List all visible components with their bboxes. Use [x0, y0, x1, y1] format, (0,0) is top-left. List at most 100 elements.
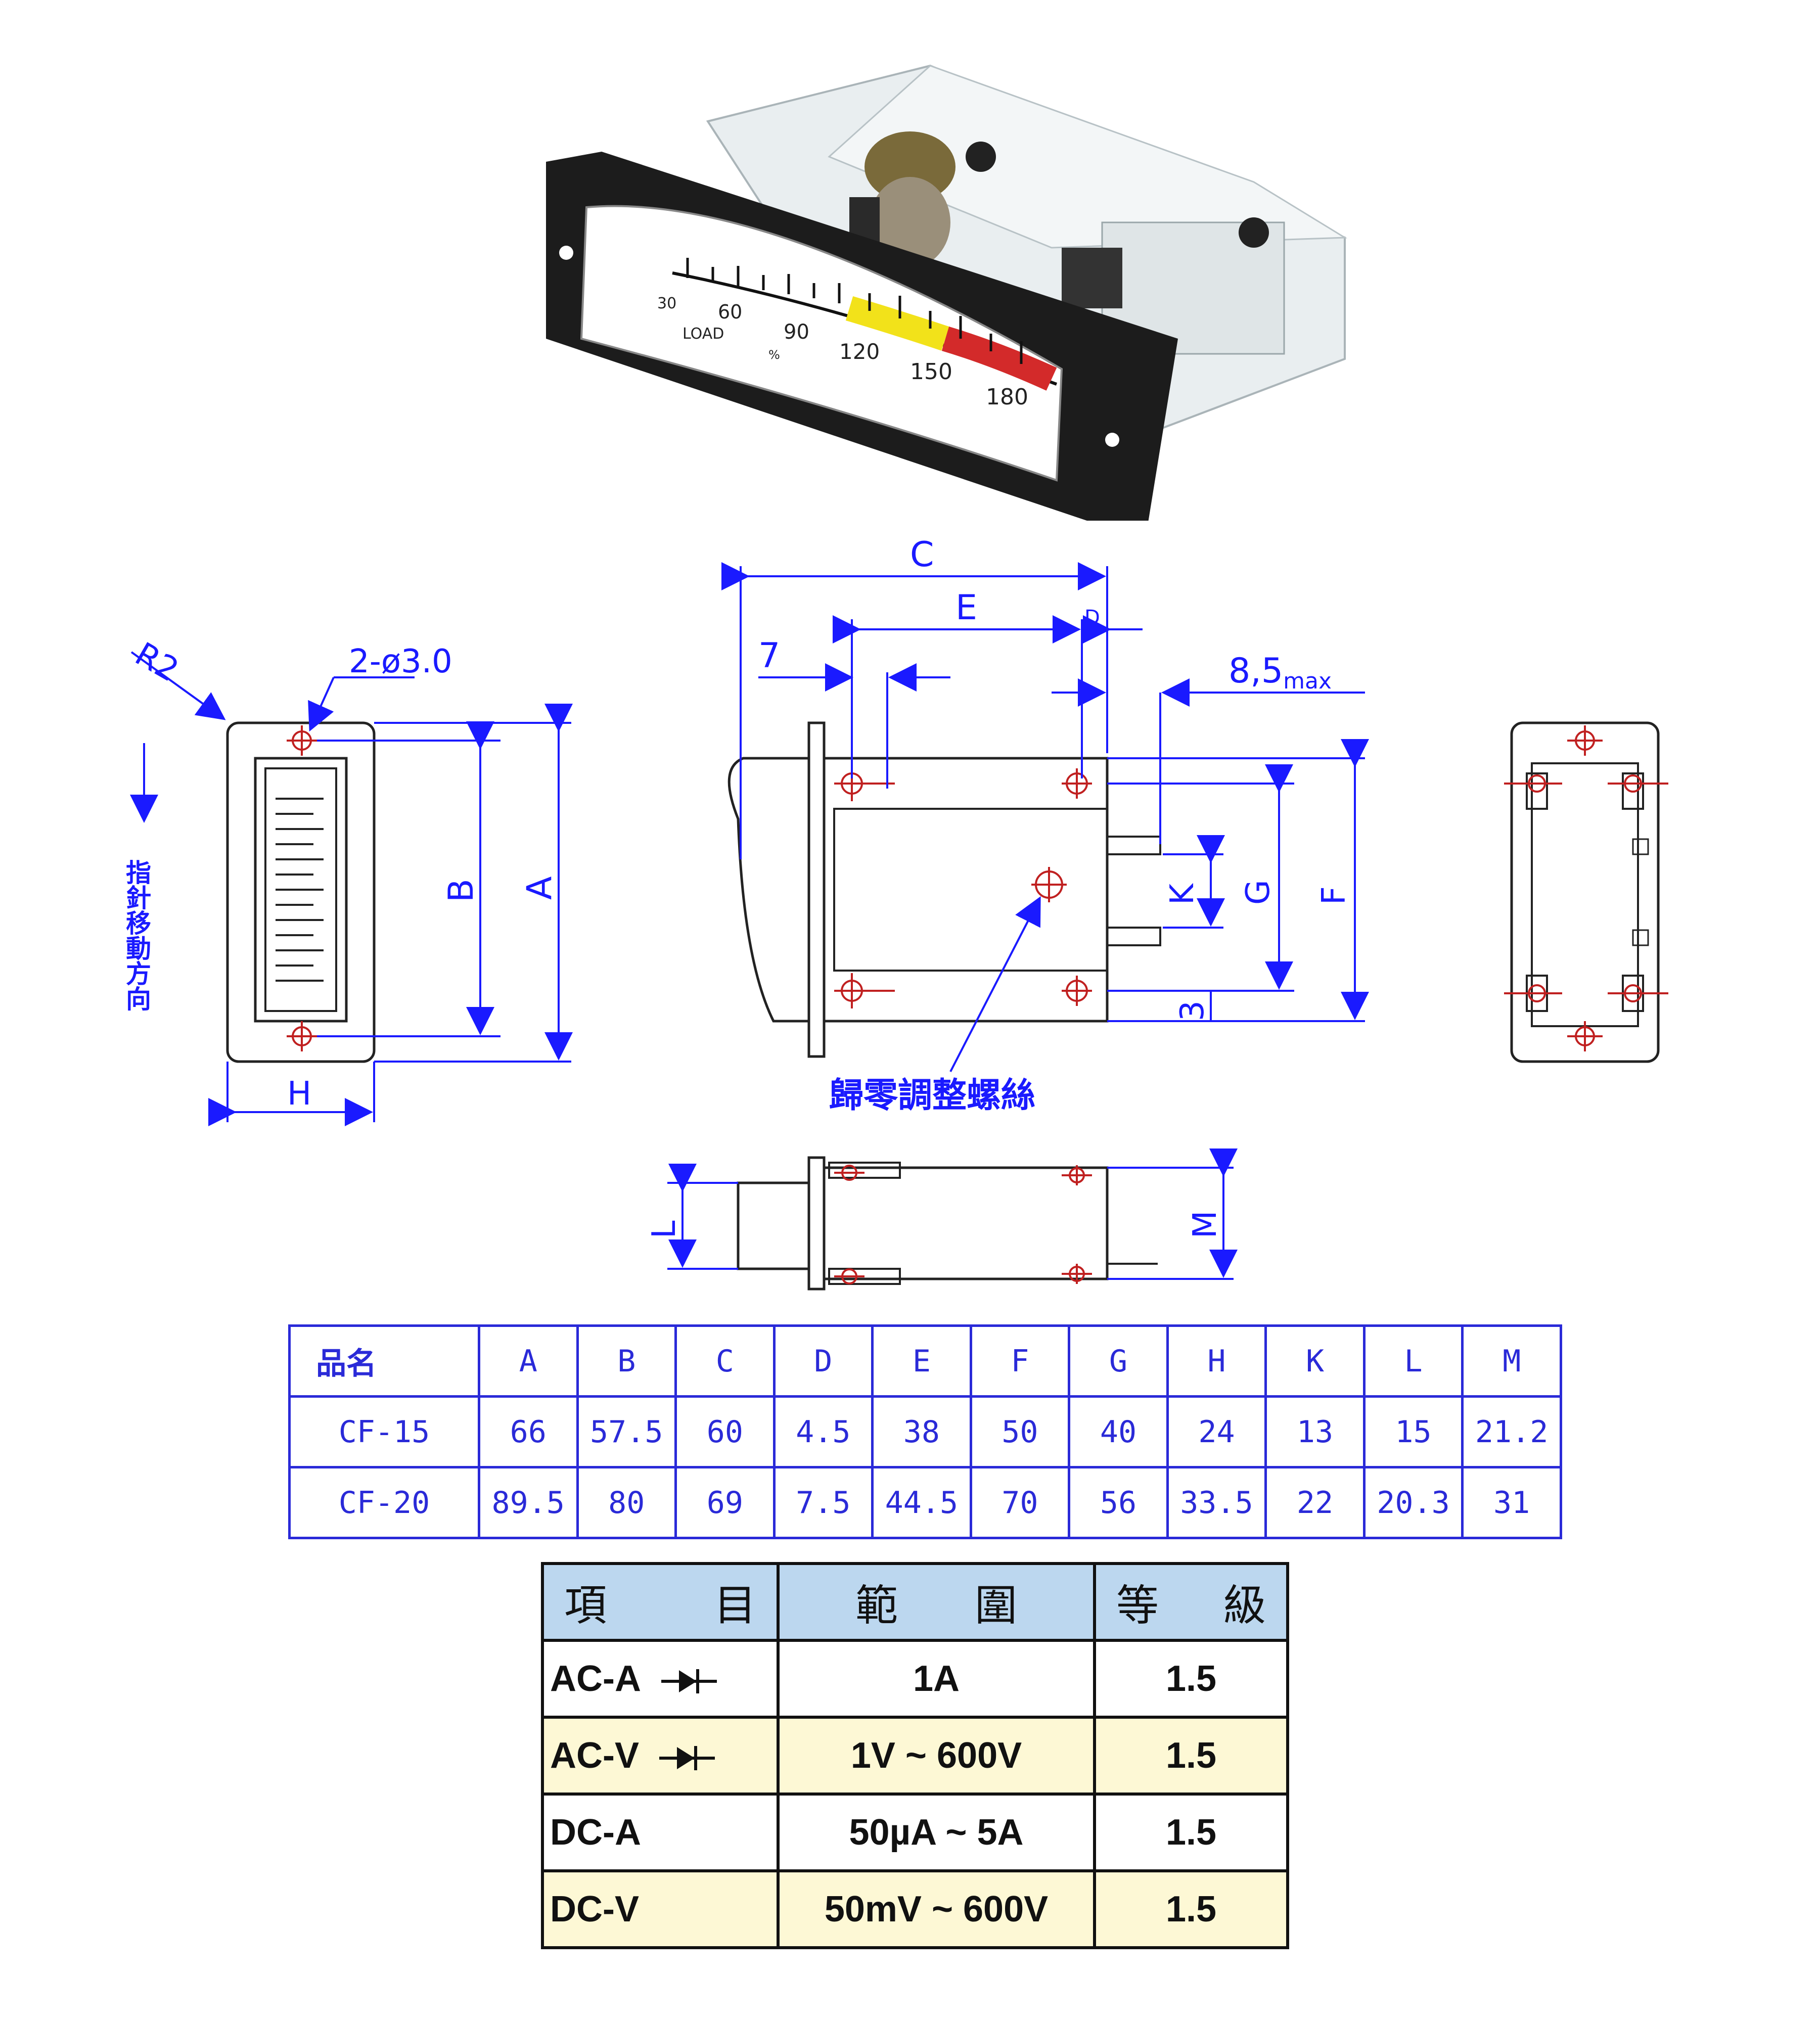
item-cell: DC-V: [541, 1869, 780, 1949]
class-cell: 1.5: [1093, 1716, 1289, 1796]
dim-header-e: E: [871, 1324, 972, 1398]
table-row: DC-A 50µA ~ 5A 1.5: [541, 1793, 1289, 1872]
class-header-char-2: 級: [1223, 1580, 1266, 1630]
panel-meter-photo: 30 60 90 120 150 180 LOAD %: [546, 64, 1348, 521]
zero-screw-label: 歸零調整螺絲: [829, 1076, 1035, 1116]
class-cell: 1.5: [1093, 1793, 1289, 1872]
class-header: 等級: [1093, 1562, 1289, 1642]
dim-header-name: 品名: [288, 1324, 480, 1398]
holes-label: 2-ø3.0: [349, 643, 452, 680]
item-header: 項目: [541, 1562, 780, 1642]
table-row: CF-20 89.5 80 69 7.5 44.5 70 56 33.5 22 …: [288, 1466, 1562, 1539]
percent-label: %: [768, 348, 780, 362]
bottom-view: L M: [646, 1148, 1238, 1291]
scale-label-60: 60: [718, 301, 742, 323]
model-cell: CF-20: [288, 1466, 480, 1539]
item-header-char-2: 目: [713, 1580, 756, 1630]
item-cell: DC-A: [541, 1793, 780, 1872]
range-cell: 50µA ~ 5A: [777, 1793, 1096, 1872]
value-cell: 80: [576, 1466, 677, 1539]
value-cell: 60: [674, 1395, 776, 1468]
dim-header-b: B: [576, 1324, 677, 1398]
item-text: AC-V: [550, 1735, 639, 1776]
value-cell: 15: [1362, 1395, 1464, 1468]
dim-m-label: M: [1187, 1211, 1224, 1238]
dim-a-label: A: [520, 876, 560, 900]
range-cell: 1A: [777, 1639, 1096, 1719]
scale-label-180: 180: [986, 384, 1028, 410]
dim-header-k: K: [1264, 1324, 1366, 1398]
dimension-table: 品名 A B C D E F G H K L M CF-15 66 57.5 6…: [288, 1324, 1562, 1539]
value-cell: 31: [1461, 1466, 1562, 1539]
model-cell: CF-15: [288, 1395, 480, 1468]
load-label: LOAD: [682, 325, 724, 343]
value-cell: 70: [969, 1466, 1071, 1539]
dim-b-label: B: [441, 879, 481, 902]
direction-label: 指針移動方向: [122, 859, 151, 1011]
spec-table-header-row: 項目 範圍 等級: [541, 1562, 1289, 1642]
dim-7-label: 7: [758, 636, 780, 676]
dim-85-label: 8,5max: [1228, 651, 1332, 694]
dim-f-label: F: [1315, 886, 1353, 905]
item-cell: AC-A: [541, 1639, 780, 1719]
scale-red-band: [941, 327, 1057, 391]
dim-h-label: H: [287, 1075, 311, 1113]
class-cell: 1.5: [1093, 1639, 1289, 1719]
item-text: AC-A: [550, 1659, 641, 1699]
front-view: R2 2-ø3.0 A B H 指針移動方向: [122, 635, 573, 1126]
dim-k-label: K: [1164, 883, 1201, 905]
value-cell: 38: [871, 1395, 972, 1468]
dim-header-d: D: [772, 1324, 874, 1398]
spec-table: 項目 範圍 等級 AC-A 1A 1.5 AC-V 1V ~ 600V 1.5 …: [541, 1562, 1289, 1949]
rear-view: [1504, 721, 1668, 1063]
value-cell: 7.5: [772, 1466, 874, 1539]
dim-d-label: D: [1084, 606, 1100, 629]
value-cell: 44.5: [871, 1466, 972, 1539]
scale-label-90: 90: [784, 320, 809, 344]
item-cell: AC-V: [541, 1716, 780, 1796]
dim-header-l: L: [1362, 1324, 1464, 1398]
table-row: DC-V 50mV ~ 600V 1.5: [541, 1869, 1289, 1949]
value-cell: 22: [1264, 1466, 1366, 1539]
table-row: CF-15 66 57.5 60 4.5 38 50 40 24 13 15 2…: [288, 1395, 1562, 1468]
class-header-char-1: 等: [1116, 1580, 1159, 1630]
dim-table-header-row: 品名 A B C D E F G H K L M: [288, 1324, 1562, 1398]
range-header-char-1: 範: [855, 1580, 898, 1630]
value-cell: 24: [1166, 1395, 1267, 1468]
range-cell: 50mV ~ 600V: [777, 1869, 1096, 1949]
dim-header-m: M: [1461, 1324, 1562, 1398]
value-cell: 40: [1068, 1395, 1169, 1468]
dim-header-a: A: [478, 1324, 579, 1398]
value-cell: 89.5: [478, 1466, 579, 1539]
dim-header-h: H: [1166, 1324, 1267, 1398]
dim-g-label: G: [1240, 880, 1277, 905]
value-cell: 13: [1264, 1395, 1366, 1468]
table-row: AC-V 1V ~ 600V 1.5: [541, 1716, 1289, 1796]
dim-header-c: C: [674, 1324, 776, 1398]
dim-c-label: C: [910, 535, 934, 575]
value-cell: 20.3: [1362, 1466, 1464, 1539]
value-cell: 57.5: [576, 1395, 677, 1468]
value-cell: 56: [1068, 1466, 1169, 1539]
scale-label-30: 30: [657, 295, 676, 312]
dim-header-g: G: [1068, 1324, 1169, 1398]
side-view: C E D 7 8,5max K G F 3 歸零調整螺絲: [721, 535, 1369, 1116]
class-cell: 1.5: [1093, 1869, 1289, 1949]
dim-3-label: 3: [1174, 1000, 1211, 1021]
value-cell: 66: [478, 1395, 579, 1468]
range-header: 範圍: [777, 1562, 1096, 1642]
diode-icon: [659, 1745, 715, 1770]
dimension-drawings: R2 2-ø3.0 A B H 指針移動方向: [122, 535, 1668, 1291]
dim-e-label: E: [956, 588, 977, 628]
range-header-char-2: 圍: [974, 1580, 1017, 1630]
item-header-char-1: 項: [564, 1580, 607, 1630]
value-cell: 21.2: [1461, 1395, 1562, 1468]
dim-header-f: F: [969, 1324, 1071, 1398]
value-cell: 50: [969, 1395, 1071, 1468]
value-cell: 4.5: [772, 1395, 874, 1468]
diode-icon: [661, 1669, 717, 1693]
range-cell: 1V ~ 600V: [777, 1716, 1096, 1796]
radius-label: R2: [129, 635, 185, 690]
value-cell: 69: [674, 1466, 776, 1539]
scale-yellow-band: [845, 296, 949, 351]
